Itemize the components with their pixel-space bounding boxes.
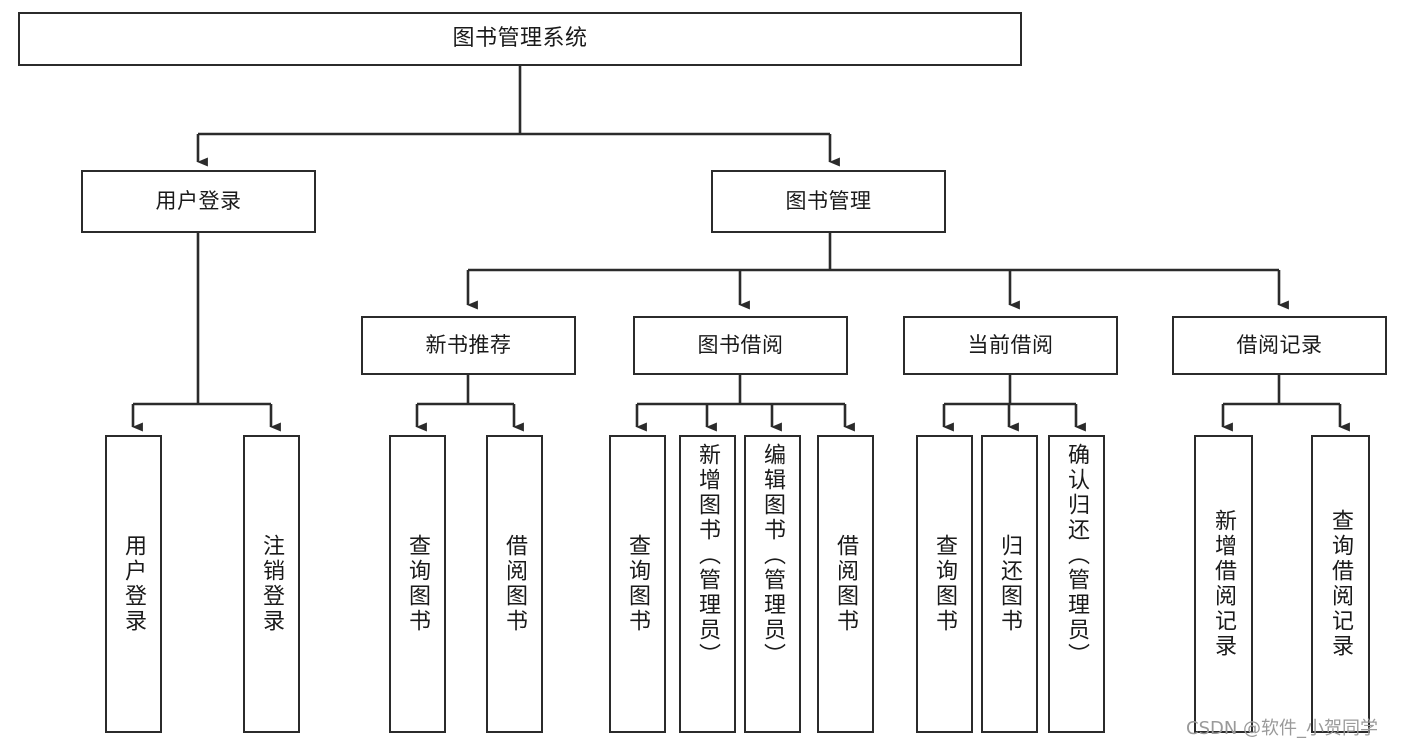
node-label: 图书管理系统	[452, 26, 588, 52]
node-root-book-management-system[interactable]: 图书管理系统	[18, 12, 1022, 66]
leaf-book-borrow-edit-book-admin[interactable]: 编辑图书（管理员）	[744, 435, 801, 733]
leaf-book-borrow-add-book-admin[interactable]: 新增图书（管理员）	[679, 435, 736, 733]
node-new-book-recommend[interactable]: 新书推荐	[361, 316, 576, 375]
leaf-current-borrow-confirm-return-admin[interactable]: 确认归还（管理员）	[1048, 435, 1105, 733]
leaf-current-borrow-return-book[interactable]: 归还图书	[981, 435, 1038, 733]
node-label: 查询图书	[625, 534, 651, 634]
node-label: 确认归还（管理员）	[1064, 443, 1090, 668]
node-book-borrow[interactable]: 图书借阅	[633, 316, 848, 375]
leaf-new-book-borrow-book[interactable]: 借阅图书	[486, 435, 543, 733]
node-label: 借阅图书	[502, 534, 528, 634]
leaf-current-borrow-query-book[interactable]: 查询图书	[916, 435, 973, 733]
node-label: 用户登录	[121, 534, 147, 634]
node-book-management[interactable]: 图书管理	[711, 170, 946, 233]
node-label: 注销登录	[259, 534, 285, 634]
leaf-book-borrow-query-book[interactable]: 查询图书	[609, 435, 666, 733]
node-label: 新书推荐	[425, 332, 512, 357]
leaf-borrow-record-add-record[interactable]: 新增借阅记录	[1194, 435, 1253, 733]
node-label: 查询借阅记录	[1328, 509, 1354, 659]
node-label: 新增借阅记录	[1211, 509, 1237, 659]
node-label: 图书借阅	[697, 332, 784, 357]
node-label: 当前借阅	[967, 332, 1054, 357]
leaf-new-book-query-book[interactable]: 查询图书	[389, 435, 446, 733]
leaf-borrow-record-query-record[interactable]: 查询借阅记录	[1311, 435, 1370, 733]
node-label: 归还图书	[997, 534, 1023, 634]
node-label: 编辑图书（管理员）	[760, 443, 786, 668]
node-user-login[interactable]: 用户登录	[81, 170, 316, 233]
node-label: 用户登录	[155, 188, 242, 213]
leaf-book-borrow-borrow-book[interactable]: 借阅图书	[817, 435, 874, 733]
node-label: 图书管理	[785, 188, 872, 213]
node-label: 借阅记录	[1236, 332, 1323, 357]
node-label: 新增图书（管理员）	[695, 443, 721, 668]
node-label: 查询图书	[405, 534, 431, 634]
leaf-user-login-login[interactable]: 用户登录	[105, 435, 162, 733]
csdn-watermark: CSDN @软件_小贺同学	[1186, 718, 1379, 739]
node-borrow-record[interactable]: 借阅记录	[1172, 316, 1387, 375]
leaf-user-login-logout[interactable]: 注销登录	[243, 435, 300, 733]
node-current-borrow[interactable]: 当前借阅	[903, 316, 1118, 375]
node-label: 借阅图书	[833, 534, 859, 634]
node-label: 查询图书	[932, 534, 958, 634]
